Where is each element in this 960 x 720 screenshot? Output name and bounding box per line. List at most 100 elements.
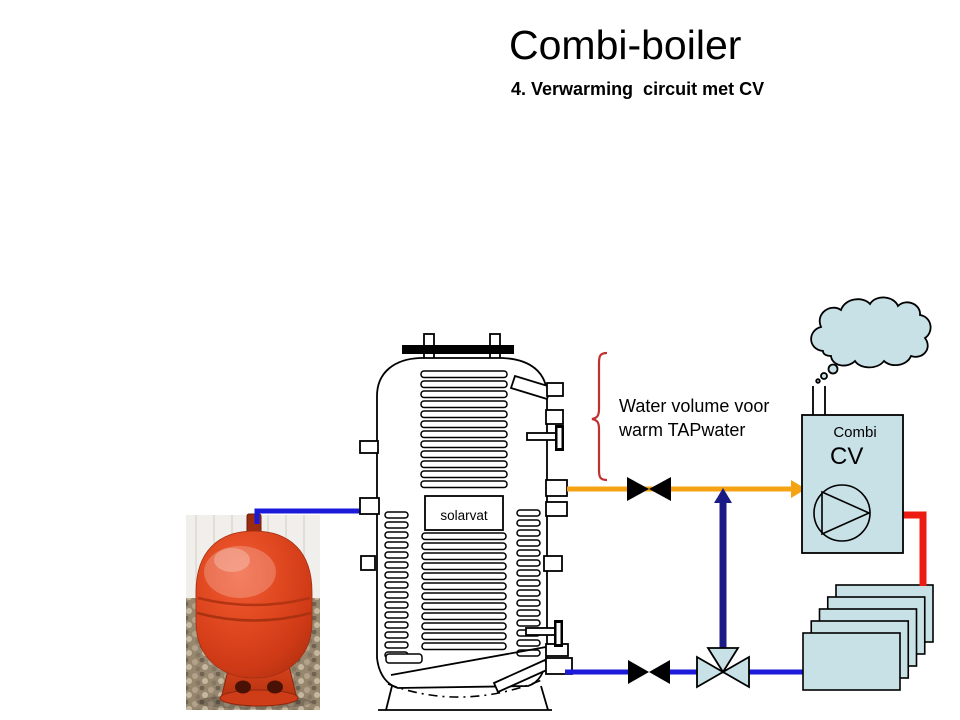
coil-bar: [516, 599, 541, 607]
coil-bar: [421, 532, 507, 541]
coil-bar: [420, 380, 508, 389]
pump-icon: [813, 484, 871, 542]
tank-stub-left: [359, 440, 379, 454]
coil-bar: [420, 430, 508, 439]
coil-bar: [421, 622, 507, 631]
tank-stub-left: [360, 555, 376, 571]
tapwater-bracket: [591, 351, 608, 482]
coil-bar: [384, 511, 409, 519]
coil-bar: [421, 602, 507, 611]
coil-bar: [516, 539, 541, 547]
coil-bar: [516, 529, 541, 537]
shutoff-valve-top-icon: [627, 477, 671, 501]
tank-label-box: [424, 495, 504, 531]
coil-bar: [420, 400, 508, 409]
tank-coil-left: [384, 511, 409, 659]
boiler-name-label: Combi: [833, 424, 876, 441]
radiators: [802, 584, 934, 691]
solar-tank: solarvat: [359, 333, 573, 711]
tank-stub-left: [359, 497, 380, 515]
coil-bar: [420, 470, 508, 479]
vessel-foot-hole: [267, 680, 283, 694]
return-pipe-blue: [565, 660, 803, 684]
combi-boiler: Combi CV: [801, 386, 904, 554]
bypass-pipe-navy: [714, 488, 732, 650]
coil-bar: [516, 519, 541, 527]
coil-bar: [421, 632, 507, 641]
three-way-valve-icon: [696, 647, 750, 689]
coil-bar: [420, 450, 508, 459]
coil-bar: [421, 552, 507, 561]
coil-bar: [384, 551, 409, 559]
tank-label: solarvat: [440, 508, 488, 523]
coil-bar: [421, 572, 507, 581]
tank-coil-upper: [420, 370, 508, 489]
vessel-foot-rim: [219, 689, 299, 707]
coil-bar: [384, 581, 409, 589]
coil-bar: [384, 601, 409, 609]
tank-stub-right: [545, 479, 568, 497]
tank-base-stand: [378, 685, 552, 711]
vessel-highlight: [204, 546, 276, 598]
tank-stub-right: [545, 409, 564, 425]
coil-bar: [420, 420, 508, 429]
tank-top-flange: [402, 345, 514, 354]
sensor-well-icon: [525, 620, 563, 647]
coil-bar: [516, 509, 541, 517]
annotation-line1: Water volume voor: [619, 396, 770, 416]
coil-bar: [384, 531, 409, 539]
tank-bottom-coil-line: [390, 646, 547, 676]
vessel-foot-hole: [235, 680, 251, 694]
coil-bar: [420, 440, 508, 449]
coil-bar: [421, 582, 507, 591]
coil-bar: [420, 390, 508, 399]
annotation-line2: warm TAPwater: [619, 420, 746, 440]
coil-bar: [384, 611, 409, 619]
coil-bar: [516, 639, 541, 647]
coil-bar: [516, 589, 541, 597]
coil-bar: [420, 480, 508, 489]
orange-arrow-head: [791, 480, 806, 498]
tank-bottom-bar: [385, 653, 423, 664]
tank-bottom-seam: [387, 679, 543, 698]
page-title: Combi-boiler: [509, 22, 742, 68]
coil-bar: [421, 562, 507, 571]
coil-bar: [516, 609, 541, 617]
navy-arrow-head: [714, 488, 732, 503]
tank-stub-right: [546, 382, 564, 397]
coil-bar: [384, 521, 409, 529]
coil-bar: [516, 619, 541, 627]
coil-bar: [421, 612, 507, 621]
tank-stub-right: [545, 501, 568, 517]
vessel-seam-ring: [197, 596, 311, 607]
coil-bar: [420, 410, 508, 419]
smoke-cloud-icon: [810, 296, 932, 384]
coil-bar: [420, 460, 508, 469]
shutoff-valve-bottom-icon: [628, 660, 670, 684]
boiler-type-label: CV: [830, 443, 863, 470]
vessel-highlight: [214, 548, 250, 572]
flue-pipe: [812, 386, 826, 415]
tank-stub-diagonal: [509, 374, 553, 401]
coil-bar: [384, 561, 409, 569]
supply-pipe-orange: [567, 477, 806, 501]
page-subtitle: 4. Verwarming circuit met CV: [511, 79, 765, 99]
coil-bar: [421, 542, 507, 551]
coil-bar: [384, 621, 409, 629]
coil-bar: [384, 631, 409, 639]
coil-bar: [516, 569, 541, 577]
coil-bar: [516, 559, 541, 567]
coil-bar: [421, 592, 507, 601]
coil-bar: [516, 549, 541, 557]
tank-stub-right: [543, 555, 563, 572]
expansion-vessel-photo: [186, 513, 320, 710]
coil-bar: [420, 370, 508, 379]
coil-bar: [384, 641, 409, 649]
coil-bar: [384, 541, 409, 549]
coil-bar: [421, 642, 507, 651]
coil-bar: [384, 571, 409, 579]
expansion-vessel-pipe: [254, 508, 362, 524]
sensor-well-icon: [526, 425, 564, 451]
